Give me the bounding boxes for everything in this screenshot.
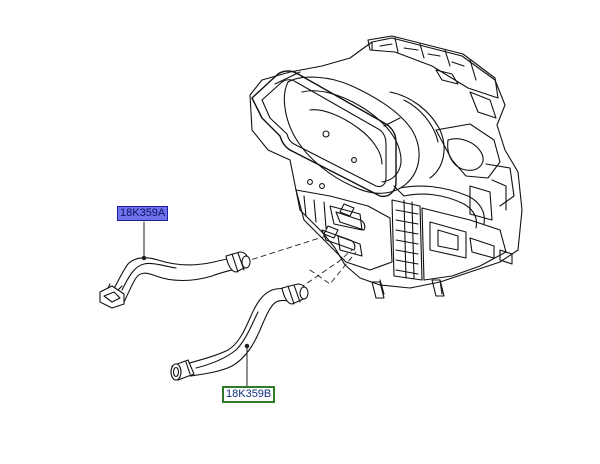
heater-hose-upper	[99, 251, 251, 309]
part-callout-18K359B[interactable]: 18K359B	[222, 386, 276, 403]
part-callout-18K359A[interactable]: 18K359A	[117, 206, 169, 221]
hvac-heater-housing	[249, 35, 523, 299]
assembly-dash-lines	[243, 235, 357, 289]
callout-leaders	[141, 221, 250, 387]
heater-hose-lower	[170, 283, 309, 381]
